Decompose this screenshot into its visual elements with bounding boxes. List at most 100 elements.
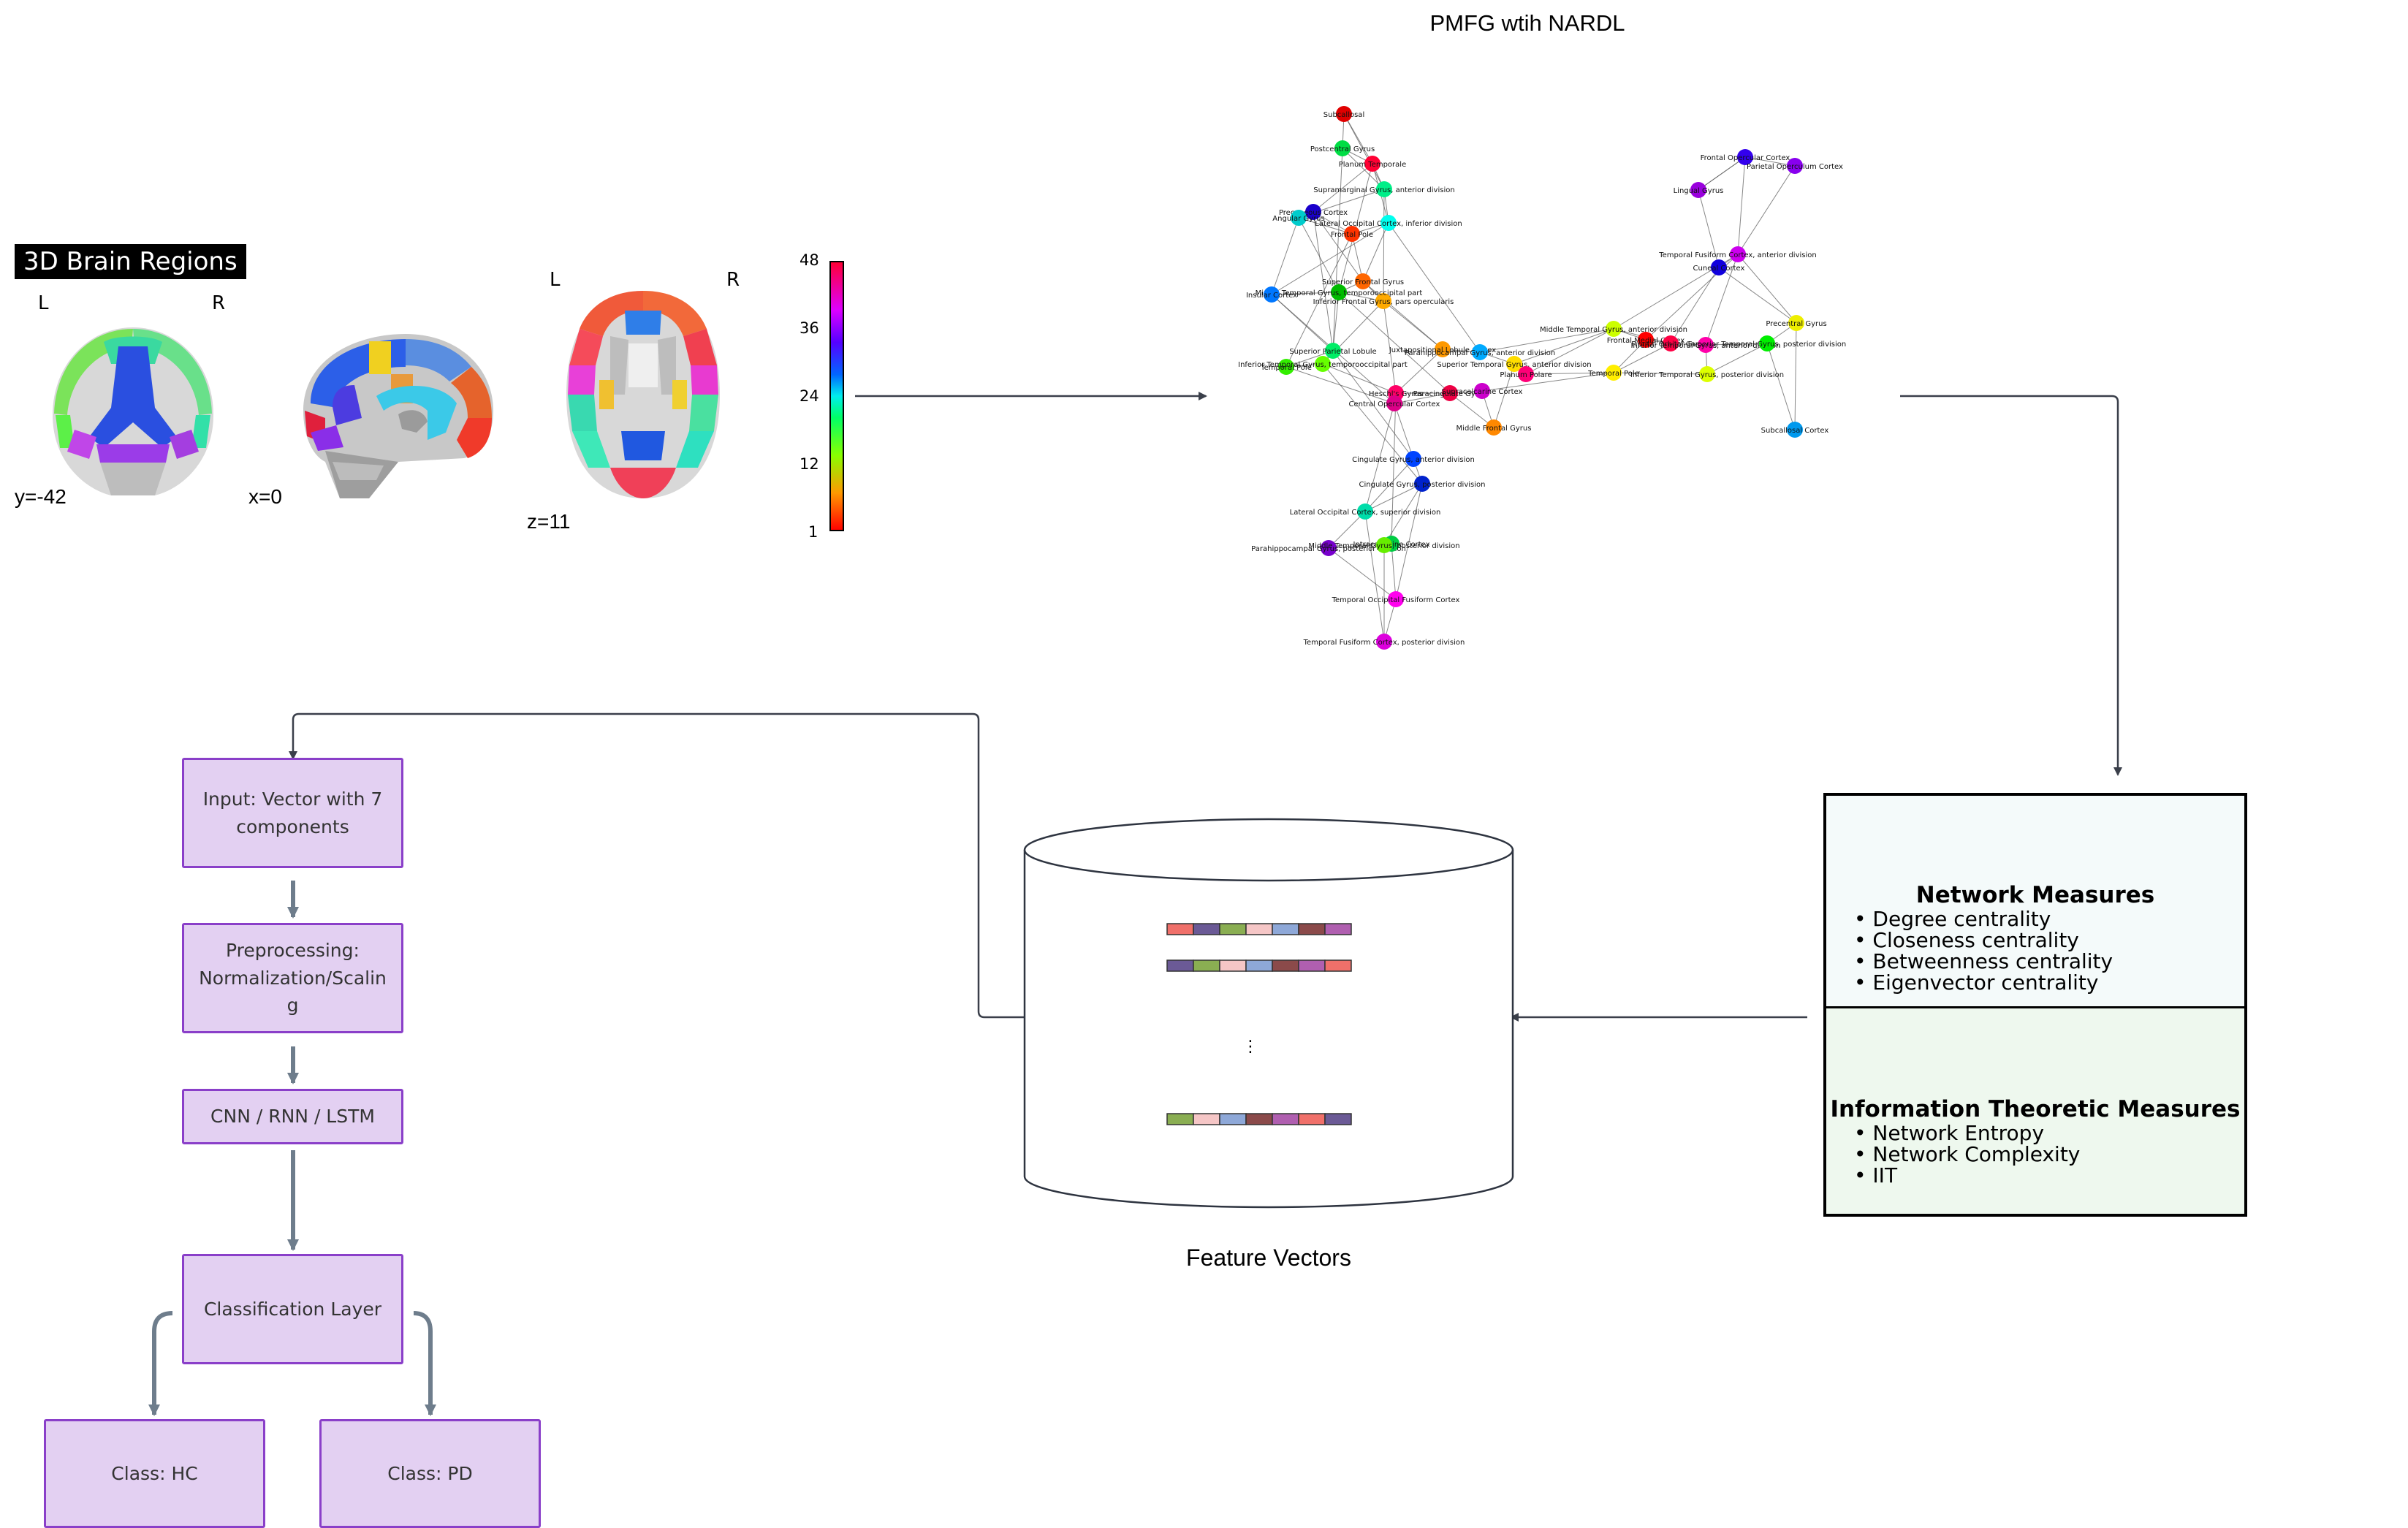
model-box: CNN / RNN / LSTM — [182, 1089, 403, 1144]
network-measure-item: Eigenvector centrality — [1854, 972, 2244, 993]
network-edge — [1271, 217, 1299, 295]
network-node-label: Parietal Operculum Cortex — [1747, 163, 1843, 171]
network-node-label: Central Opercular Cortex — [1349, 400, 1440, 408]
network-edge — [1343, 113, 1385, 190]
network-measure-item: Degree centrality — [1854, 908, 2244, 930]
vector-cell — [1272, 959, 1299, 972]
network-edge — [1364, 483, 1423, 512]
vector-cell — [1166, 959, 1194, 972]
network-edge — [1613, 343, 1671, 373]
vector-cell — [1298, 923, 1326, 935]
network-edge — [1698, 156, 1746, 191]
network-node-label: Superior Frontal Gyrus — [1322, 278, 1404, 286]
colorbar — [829, 261, 844, 531]
network-node-label: Parahippocampal Gyrus, anterior division — [1405, 349, 1555, 357]
network-node-label: Subcallosal Cortex — [1761, 427, 1829, 435]
network-node — [1435, 341, 1451, 357]
network-edge — [1706, 343, 1768, 375]
brain-panel-title: 3D Brain Regions — [15, 244, 246, 279]
network-node — [1788, 315, 1804, 331]
network-node — [1386, 395, 1402, 411]
network-node-label: Frontal Medial Cortex — [1607, 337, 1685, 345]
network-node — [1442, 385, 1458, 401]
network-edge — [1383, 300, 1397, 394]
network-edge — [1737, 254, 1797, 324]
vector-cell — [1245, 923, 1273, 935]
view1-left-label: L — [38, 292, 49, 314]
network-edge — [1395, 483, 1423, 600]
network-node-label: Middle Frontal Gyrus — [1456, 425, 1532, 433]
network-node — [1336, 106, 1352, 122]
view2-slice-label: x=0 — [248, 485, 282, 508]
network-node — [1364, 156, 1380, 172]
network-node — [1344, 226, 1360, 242]
network-node-label: Juxtapositional Lobule Cortex — [1389, 346, 1496, 354]
network-edge — [1285, 233, 1353, 368]
network-edge — [1364, 511, 1385, 642]
network-edge — [1613, 372, 1708, 375]
network-edge — [1737, 156, 1746, 255]
vector-cell — [1298, 959, 1326, 972]
network-node-label: Insular Cortex — [1246, 292, 1297, 300]
network-node — [1737, 149, 1753, 165]
network-node-label: Middle Temporal Gyrus, anterior division — [1540, 326, 1687, 334]
network-node-label: Planum Polare — [1500, 371, 1551, 379]
network-node — [1730, 246, 1746, 262]
network-edge — [1394, 403, 1414, 460]
network-node-label: Frontal Opercular Cortex — [1701, 154, 1790, 162]
network-node — [1278, 359, 1294, 375]
network-node — [1380, 215, 1397, 231]
network-node — [1606, 365, 1622, 381]
vector-cell — [1298, 1113, 1326, 1125]
vector-cell — [1245, 959, 1273, 972]
network-title: PMFG wtih NARDL — [1429, 10, 1625, 36]
sagittal-brain-slice — [303, 334, 493, 498]
vector-cell — [1324, 1113, 1352, 1125]
network-node-label: Frontal Orbital Cortex — [1631, 341, 1710, 349]
network-node-label: Precuneous Cortex — [1279, 209, 1348, 217]
network-node-label: Frontal Pole — [1331, 231, 1373, 239]
info-measure-item: Network Entropy — [1854, 1122, 2244, 1144]
network-node-label: Inferior Temporal Gyrus, temporooccipita… — [1238, 361, 1408, 369]
info-measures-section: Information Theoretic Measures Network E… — [1826, 1006, 2244, 1214]
network-edge — [1449, 392, 1494, 428]
network-edge — [1794, 322, 1797, 430]
network-edge — [1362, 281, 1443, 350]
network-edge — [1332, 350, 1414, 460]
network-node — [1325, 343, 1341, 359]
vector-cell — [1219, 1113, 1247, 1125]
network-node — [1264, 286, 1280, 303]
network-edge — [1364, 458, 1414, 512]
network-node — [1711, 259, 1727, 275]
network-node — [1291, 210, 1307, 226]
network-edge — [1332, 292, 1340, 351]
network-node-label: Inferior Temporal Gyrus, posterior divis… — [1630, 371, 1784, 379]
network-node-label: Middle Temporal Gyrus, posterior divisio… — [1308, 542, 1459, 550]
network-node-label: Supramarginal Gyrus, anterior division — [1313, 186, 1454, 194]
vector-cell — [1193, 923, 1220, 935]
network-node-label: Lateral Occipital Cortex, superior divis… — [1290, 509, 1441, 517]
network-node — [1690, 182, 1706, 198]
vector-cell — [1272, 923, 1299, 935]
network-node — [1376, 634, 1392, 650]
network-edge — [1698, 189, 1720, 268]
network-node — [1331, 284, 1347, 300]
class-hc-box: Class: HC — [44, 1419, 265, 1528]
colorbar-tick: 1 — [808, 523, 819, 541]
network-edge — [1525, 372, 1614, 375]
network-edge — [1322, 363, 1423, 484]
network-edge — [1525, 328, 1614, 375]
class-pd-box: Class: PD — [319, 1419, 541, 1528]
network-node — [1787, 158, 1803, 174]
network-edge — [1388, 222, 1481, 353]
info-measures-title: Information Theoretic Measures — [1830, 1096, 2241, 1122]
network-node-label: Middle Temporal Gyrus, temporooccipital … — [1256, 289, 1423, 297]
network-node — [1357, 503, 1373, 520]
network-node — [1486, 419, 1502, 436]
network-node-label: Paracingulate Gyrus — [1413, 390, 1487, 398]
network-node — [1787, 422, 1803, 438]
network-node-label: Temporal Occipital Fusiform Cortex — [1332, 596, 1460, 604]
network-edge — [1313, 163, 1373, 213]
vector-cell — [1324, 923, 1352, 935]
